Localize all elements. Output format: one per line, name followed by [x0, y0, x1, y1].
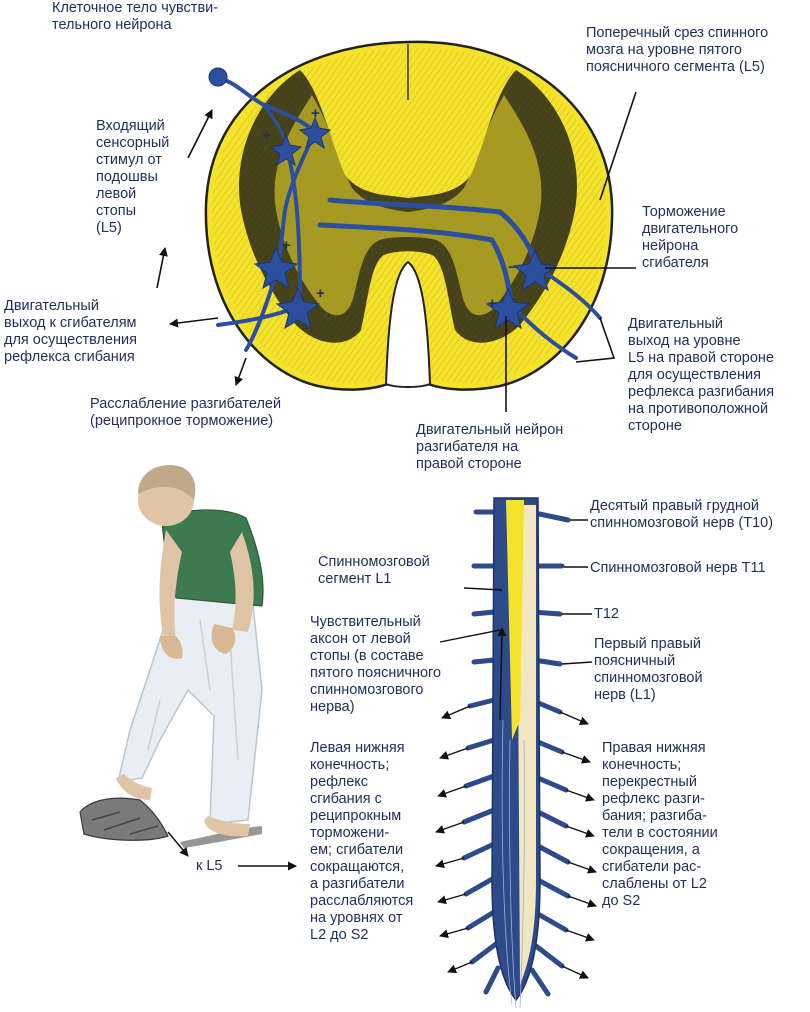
arrow-relaxation — [234, 357, 247, 386]
arrow-motor-flexors — [169, 317, 219, 328]
nerve-roots — [461, 509, 571, 997]
arrow-right-4 — [565, 825, 595, 838]
arrow-left-4 — [435, 821, 465, 834]
arrow-foot-to-label — [167, 831, 189, 857]
bracket-right-output — [575, 317, 616, 363]
left-hand — [160, 636, 183, 659]
plus-sign-2: + — [262, 127, 271, 144]
label-right-limb: Правая нижняя конечность; перекрестный р… — [602, 740, 718, 909]
minus-sign-1: − — [508, 259, 517, 276]
label-motor-output-right: Двигательный выход на уровне L5 на право… — [628, 316, 775, 434]
label-t10-nerve: Десятый правый грудной спинномозговой не… — [590, 498, 774, 531]
plus-sign-4: + — [316, 285, 325, 302]
right-arm — [230, 532, 254, 632]
label-t12: T12 — [594, 606, 619, 622]
arrow-afferent — [187, 109, 213, 159]
cross-section-leaders — [156, 91, 637, 412]
label-sensory-axon: Чувствительный аксон от левой стопы (в с… — [310, 614, 442, 715]
label-flexor-inhibition: Торможение двигательного нейрона сгибате… — [642, 204, 739, 271]
stone-texture — [91, 811, 159, 835]
cord-gray-column — [506, 500, 524, 740]
leader-l1-nerve — [561, 661, 593, 665]
arrow-right-7 — [565, 929, 595, 942]
leader-l1-segment — [463, 587, 503, 591]
right-extensor-motor-neuron-star — [485, 286, 531, 330]
label-left-limb: Левая нижняя конечность; рефлекс сгибани… — [310, 740, 414, 943]
label-l1-segment: Спинномозговой сегмент L1 — [318, 554, 430, 587]
arrow-left-5 — [435, 857, 465, 869]
label-l1-nerve: Первый правый поясничный спинномозговой … — [594, 636, 703, 703]
right-hand — [211, 624, 236, 654]
arrow-right-2 — [561, 751, 591, 764]
label-cross-section: Поперечный срез спинного мозга на уровне… — [586, 25, 769, 75]
left-foot — [116, 774, 152, 800]
longitudinal-spinal-cord — [461, 497, 571, 1009]
spinal-cord-cross-section — [204, 40, 614, 391]
arrow-right-1 — [559, 711, 589, 725]
label-sensory-cell-body: Клеточное тело чувстви- тельного нейрона — [52, 0, 219, 33]
arrow-right-3 — [565, 789, 595, 802]
arrow-left-1 — [441, 705, 471, 719]
flexor-motor-neuron-star — [253, 246, 299, 290]
arrow-right-8 — [561, 965, 589, 979]
commissural-lower — [317, 222, 515, 308]
arrow-left-8 — [447, 961, 473, 974]
left-arm — [159, 530, 182, 640]
anterior-median-fissure — [384, 260, 432, 388]
label-t11-nerve: Спинномозговой нерв T11 — [590, 560, 766, 576]
cauda-fibers — [501, 719, 525, 1009]
sensory-axon-up — [497, 627, 507, 721]
arrow-left-2 — [439, 747, 469, 760]
gray-matter-highlight — [274, 95, 542, 316]
label-motor-output-flexors: Двигательный выход к сгибателям для осущ… — [4, 298, 137, 365]
right-foot — [204, 816, 250, 837]
cord-right-pale — [517, 505, 536, 985]
plus-sign-5: + — [488, 295, 497, 312]
arrow-left-3 — [437, 785, 467, 798]
right-flexor-motor-neuron-star — [512, 248, 558, 292]
man-illustration — [79, 465, 264, 848]
leader-cross-section — [599, 91, 637, 201]
arrow-left-7 — [439, 927, 469, 939]
arrow-afferent-lower — [156, 247, 168, 289]
leader-sensory-axon — [439, 629, 501, 643]
arrow-right-6 — [567, 895, 597, 908]
label-extensor-motor-neuron: Двигательный нейрон разгибателя на право… — [416, 422, 564, 472]
interneuron-left — [276, 130, 317, 270]
neuron-bodies — [208, 67, 558, 330]
extensor-motor-neuron-left-star — [275, 286, 321, 330]
longitudinal-leaders — [167, 519, 597, 979]
arrow-right-5 — [567, 861, 597, 874]
label-extensor-relaxation: Расслабление разгибателей (реципрокное т… — [90, 396, 282, 429]
sensory-cell-body — [208, 67, 228, 87]
interneuron-star-2 — [269, 133, 303, 167]
jeans-folds — [147, 619, 239, 761]
hair — [138, 465, 196, 500]
plus-sign-1: + — [311, 105, 320, 122]
label-to-l5: к L5 — [196, 858, 223, 874]
arrow-left-6 — [437, 893, 467, 905]
plus-sign-3: + — [282, 237, 291, 254]
commissural-upper — [327, 197, 541, 271]
interneuron-star-1 — [298, 116, 332, 150]
synapse-signs: + + + + + − — [262, 105, 517, 312]
label-afferent-stimulus: Входящий сенсорный стимул от подошвы лев… — [96, 118, 170, 236]
